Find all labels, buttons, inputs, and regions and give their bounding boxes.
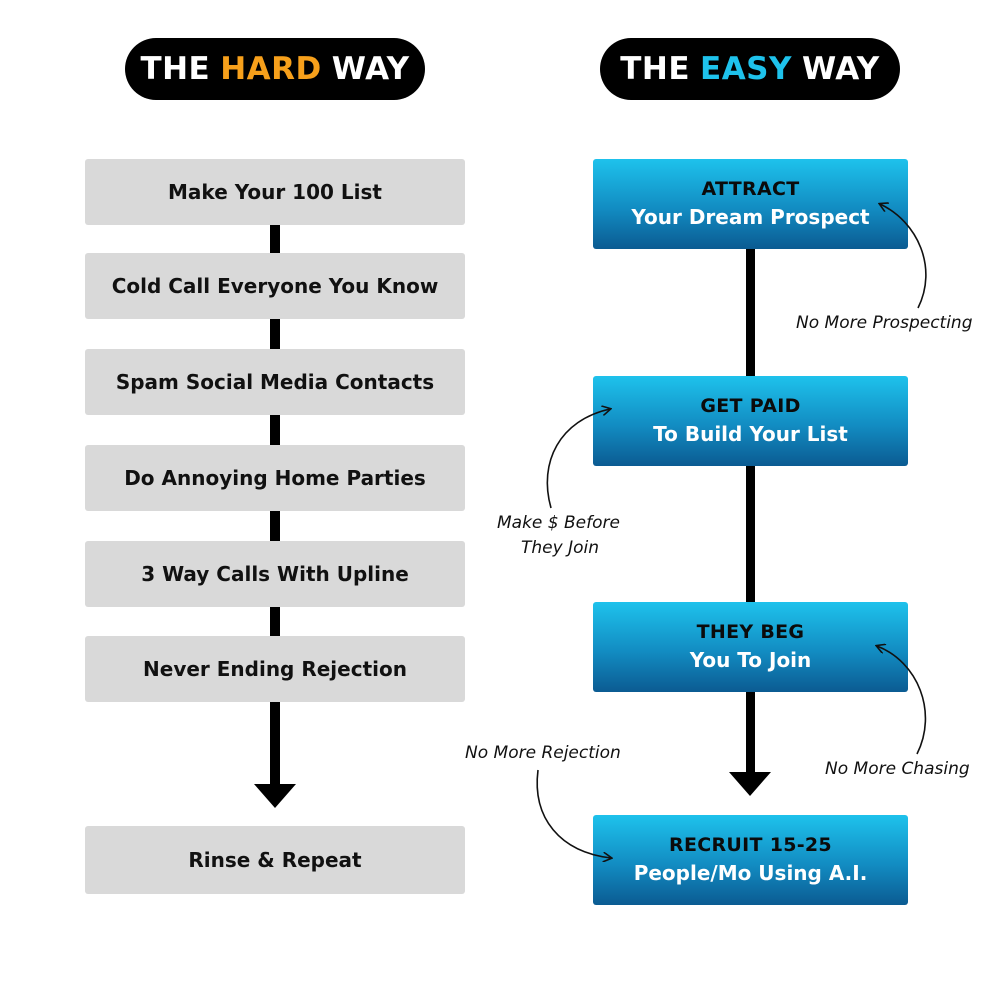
easy-header-highlight: EASY [700,51,792,87]
make-money-arrow [546,409,610,509]
note-no-more-prospecting: No More Prospecting [796,313,973,333]
hard-step-label: Spam Social Media Contacts [115,370,435,394]
hard-way-arrowhead [254,784,296,808]
hard-step-label: 3 Way Calls With Upline [141,562,409,586]
chasing-arrow [877,646,927,755]
hard-step-label: Make Your 100 List [168,180,382,204]
easy-step-title: RECRUIT 15-25 [669,834,832,856]
hard-header-post: WAY [331,51,410,87]
hard-step-5: 3 Way Calls With Upline [85,541,465,607]
note-no-more-rejection: No More Rejection [465,743,621,763]
hard-step-2: Cold Call Everyone You Know [85,253,465,319]
hard-header-highlight: HARD [220,51,322,87]
easy-step-title: THEY BEG [696,621,805,643]
easy-step-attract: ATTRACT Your Dream Prospect [593,159,908,249]
easy-step-subtitle: To Build Your List [653,422,848,446]
note-make-money-line1: Make $ Before [497,513,620,533]
hard-step-1: Make Your 100 List [85,159,465,225]
easy-header-pre: THE [620,51,691,87]
hard-step-label: Cold Call Everyone You Know [111,274,439,298]
easy-step-recruit: RECRUIT 15-25 People/Mo Using A.I. [593,815,908,905]
hard-header-pre: THE [140,51,211,87]
easy-way-connector-line [746,248,755,772]
easy-step-subtitle: You To Join [689,648,812,672]
easy-step-get-paid: GET PAID To Build Your List [593,376,908,466]
hard-final-label: Rinse & Repeat [188,848,362,872]
hard-step-3: Spam Social Media Contacts [85,349,465,415]
note-no-more-chasing: No More Chasing [825,759,970,779]
easy-way-arrowhead [729,772,771,796]
hard-step-label: Do Annoying Home Parties [124,466,426,490]
easy-step-they-beg: THEY BEG You To Join [593,602,908,692]
easy-way-header: THE EASY WAY [600,38,900,100]
hard-step-6: Never Ending Rejection [85,636,465,702]
easy-step-subtitle: Your Dream Prospect [631,205,870,229]
easy-step-title: ATTRACT [701,178,800,200]
hard-step-label: Never Ending Rejection [143,657,407,681]
easy-step-title: GET PAID [700,395,801,417]
hard-step-4: Do Annoying Home Parties [85,445,465,511]
easy-header-post: WAY [801,51,880,87]
prospecting-arrow [880,204,927,309]
hard-step-final: Rinse & Repeat [85,826,465,894]
rejection-arrow [536,769,611,858]
note-make-money-line2: They Join [521,538,599,558]
hard-way-header: THE HARD WAY [125,38,425,100]
easy-step-subtitle: People/Mo Using A.I. [633,861,868,885]
